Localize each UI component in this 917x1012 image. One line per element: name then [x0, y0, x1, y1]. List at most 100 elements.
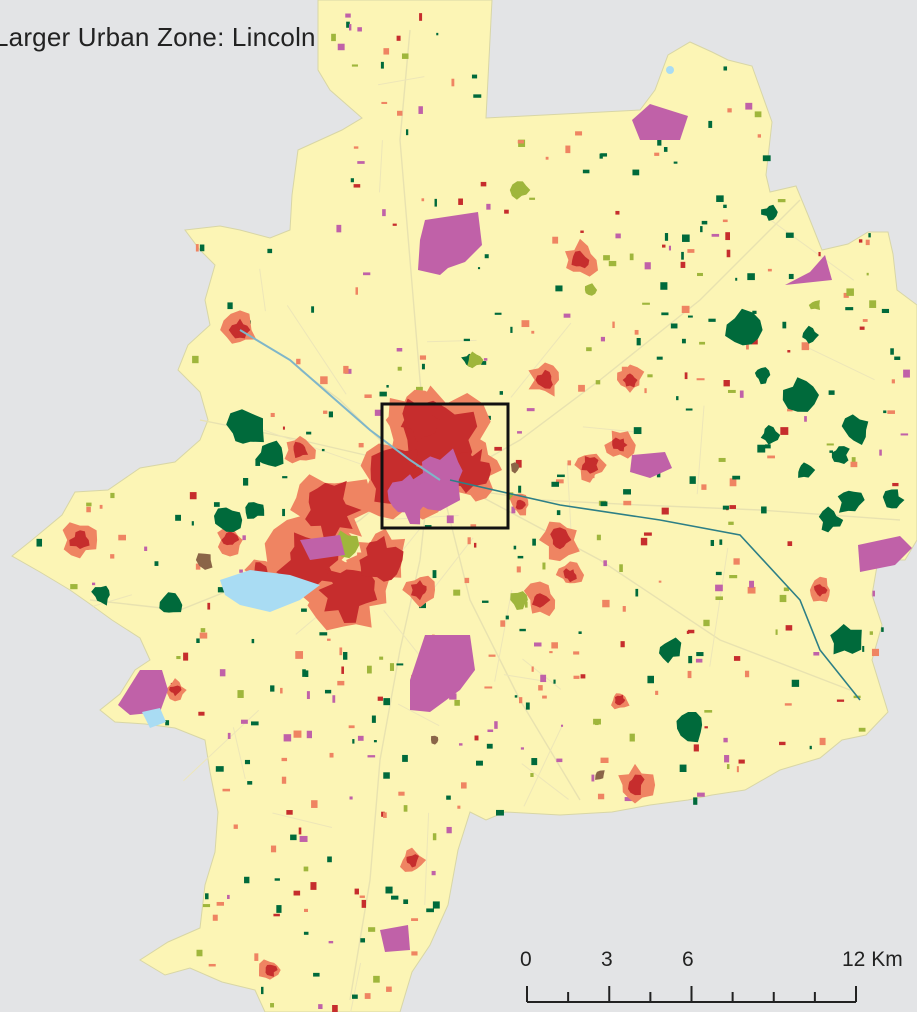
parcel-473 [371, 715, 376, 723]
parcel-426 [900, 433, 909, 436]
parcel-394 [346, 21, 350, 28]
parcel-487 [658, 580, 662, 583]
parcel-77 [366, 665, 372, 674]
urban-zone-boundary [11, 0, 917, 1012]
parcel-55 [513, 545, 517, 550]
parcel-line-6 [378, 140, 383, 193]
forest-2 [841, 414, 869, 445]
parcel-26 [681, 338, 686, 344]
scale-label-3: 3 [601, 948, 613, 971]
parcel-269 [92, 582, 96, 586]
parcel-207 [733, 656, 741, 661]
parcel-188 [337, 680, 345, 686]
parcel-326 [725, 232, 730, 241]
parcel-446 [518, 485, 522, 493]
parcel-56 [411, 918, 419, 921]
parcel-323 [364, 394, 372, 398]
parcel-83 [464, 577, 470, 584]
parcel-515 [668, 245, 672, 251]
parcel-16 [250, 721, 259, 726]
parcel-227 [321, 448, 325, 452]
forest-18 [91, 585, 110, 606]
pond-north [666, 66, 674, 74]
parcel-441 [243, 477, 249, 486]
parcel-478 [328, 411, 333, 418]
parcel-492 [331, 33, 336, 42]
parcel-392 [787, 541, 793, 547]
parcel-226 [739, 390, 744, 398]
parcel-194 [227, 302, 233, 310]
parcel-65 [481, 361, 487, 365]
parcel-108 [110, 492, 115, 499]
parcel-122 [261, 986, 264, 995]
scale-label-0: 0 [520, 948, 532, 971]
parcel-485 [597, 793, 605, 800]
town-core-0 [571, 250, 590, 269]
parcel-502 [514, 695, 518, 698]
parcel-139 [421, 198, 425, 202]
parcel-332 [567, 460, 572, 466]
parcel-17 [700, 226, 703, 233]
parcel-312 [343, 365, 349, 374]
parcel-468 [494, 446, 502, 451]
parcel-86 [660, 282, 668, 290]
parcel-24 [270, 1003, 275, 1008]
parcel-244 [419, 13, 423, 21]
city-core-5 [359, 535, 404, 582]
parcel-line-14 [769, 219, 855, 281]
parcel-225 [217, 587, 225, 593]
forest-12 [754, 367, 771, 385]
parcel-386 [343, 651, 348, 660]
parcel-104 [405, 129, 409, 136]
parcel-160 [270, 412, 275, 418]
parcel-435 [383, 48, 390, 55]
parcel-123 [791, 679, 800, 687]
parcel-467 [540, 674, 547, 683]
parcel-286 [244, 759, 251, 765]
parcel-403 [299, 835, 308, 842]
parcel-296 [703, 619, 710, 627]
parcel-62 [216, 901, 225, 906]
parcel-464 [303, 931, 309, 935]
parcel-411 [293, 890, 301, 896]
parcel-148 [403, 899, 409, 905]
parcel-494 [757, 444, 766, 453]
parcel-15 [530, 773, 534, 777]
parcel-338 [775, 629, 778, 635]
parcel-379 [510, 326, 513, 333]
parcel-349 [859, 326, 865, 330]
parcel-238 [710, 539, 715, 546]
forest-14 [255, 440, 284, 467]
green-urban-5 [584, 283, 598, 296]
construction-site-2 [431, 735, 439, 745]
parcel-line-20 [259, 268, 266, 312]
town-core-1 [535, 369, 553, 389]
town-core-10 [293, 441, 309, 459]
road-7 [449, 479, 851, 691]
parcel-429 [595, 380, 601, 385]
parcel-166 [357, 735, 364, 741]
parcel-499 [306, 431, 312, 435]
parcel-289 [687, 249, 695, 253]
parcel-318 [551, 481, 560, 487]
parcel-366 [383, 772, 390, 779]
parcel-78 [767, 455, 775, 459]
parcel-48 [845, 307, 854, 311]
parcel-156 [332, 695, 336, 703]
parcel-347 [647, 675, 654, 684]
parcel-457 [697, 272, 703, 277]
parcel-208 [663, 147, 668, 152]
parcel-278 [680, 261, 686, 268]
parcel-173 [869, 300, 877, 308]
industrial-southwest [118, 670, 168, 715]
parcel-229 [661, 507, 669, 515]
parcel-93 [411, 951, 418, 956]
parcel-415 [531, 666, 534, 672]
parcel-190 [336, 224, 342, 233]
river-witham-north [239, 329, 441, 481]
parcel-414 [826, 443, 834, 446]
parcel-159 [573, 651, 580, 655]
parcel-413 [195, 563, 201, 570]
parcel-210 [519, 628, 526, 632]
